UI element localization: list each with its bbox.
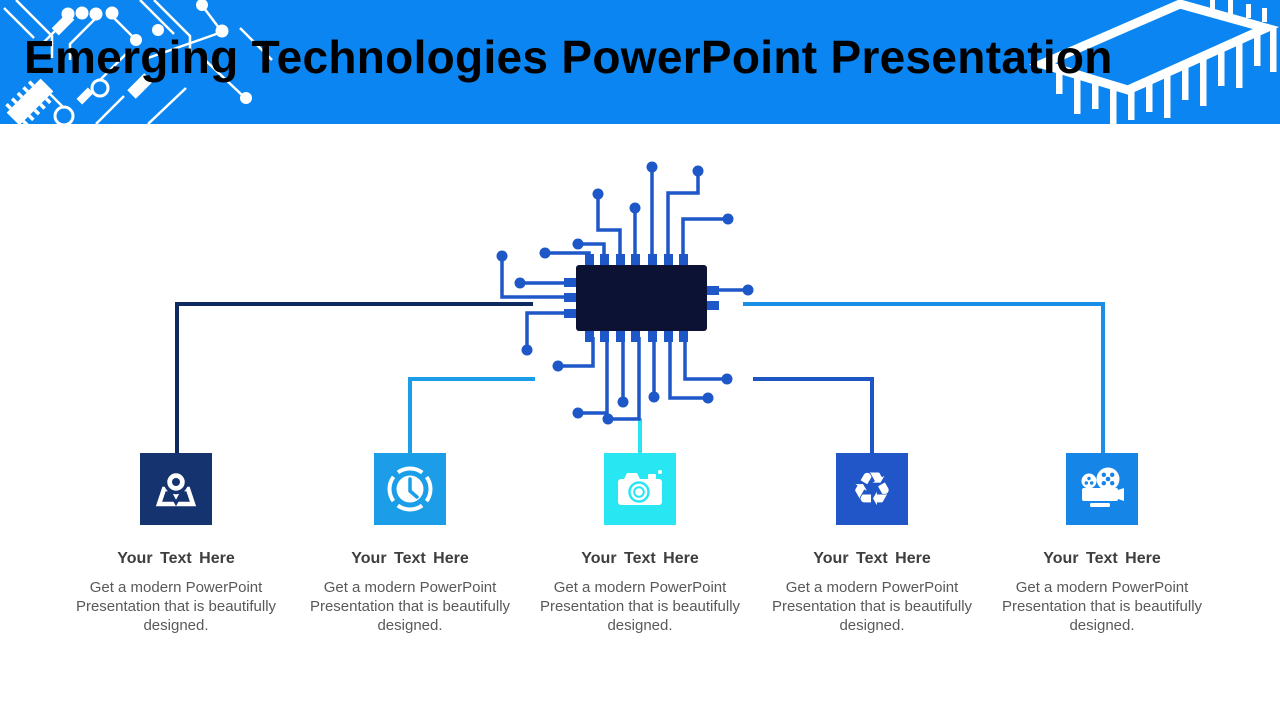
- connector-item-2: [408, 377, 535, 455]
- item-text-5: Your Text Here Get a modern PowerPoint P…: [997, 550, 1207, 635]
- map-pin-icon: [155, 469, 197, 507]
- recycle-icon: ♻: [851, 462, 893, 516]
- item-body: Get a modern PowerPoint Presentation tha…: [309, 579, 511, 634]
- item-text-2: Your Text Here Get a modern PowerPoint P…: [305, 550, 515, 635]
- item-body: Get a modern PowerPoint Presentation tha…: [771, 579, 973, 634]
- connector-item-5: [743, 302, 1105, 455]
- item-body: Get a modern PowerPoint Presentation tha…: [539, 579, 741, 634]
- connector-item-4: [753, 377, 874, 455]
- item-tile-film: [1066, 453, 1138, 525]
- item-body: Get a modern PowerPoint Presentation tha…: [75, 579, 277, 634]
- film-projector-icon: [1081, 467, 1124, 507]
- item-heading: Your Text Here: [1043, 550, 1161, 567]
- item-text-1: Your Text Here Get a modern PowerPoint P…: [71, 550, 281, 635]
- item-tile-clock: [374, 453, 446, 525]
- item-heading: Your Text Here: [581, 550, 699, 567]
- circuit-traces: [500, 170, 745, 421]
- clock-icon: [387, 466, 433, 512]
- connector-item-1: [175, 302, 533, 455]
- item-tile-recycle: ♻: [836, 453, 908, 525]
- item-heading: Your Text Here: [813, 550, 931, 567]
- item-body: Get a modern PowerPoint Presentation tha…: [1001, 579, 1203, 634]
- chip-pins: [564, 254, 719, 342]
- item-heading: Your Text Here: [351, 550, 469, 567]
- connector-lines: [175, 302, 1105, 455]
- header-banner: Emerging Technologies PowerPoint Present…: [0, 0, 1280, 124]
- item-text-4: Your Text Here Get a modern PowerPoint P…: [767, 550, 977, 635]
- camera-icon: [618, 470, 662, 505]
- item-tile-map: [140, 453, 212, 525]
- item-tile-camera: [604, 453, 676, 525]
- item-heading: Your Text Here: [117, 550, 235, 567]
- item-text-3: Your Text Here Get a modern PowerPoint P…: [535, 550, 745, 635]
- slide-title: Emerging Technologies PowerPoint Present…: [24, 31, 1113, 83]
- trace-end-dots: [496, 161, 754, 425]
- microchip-body: [576, 265, 707, 331]
